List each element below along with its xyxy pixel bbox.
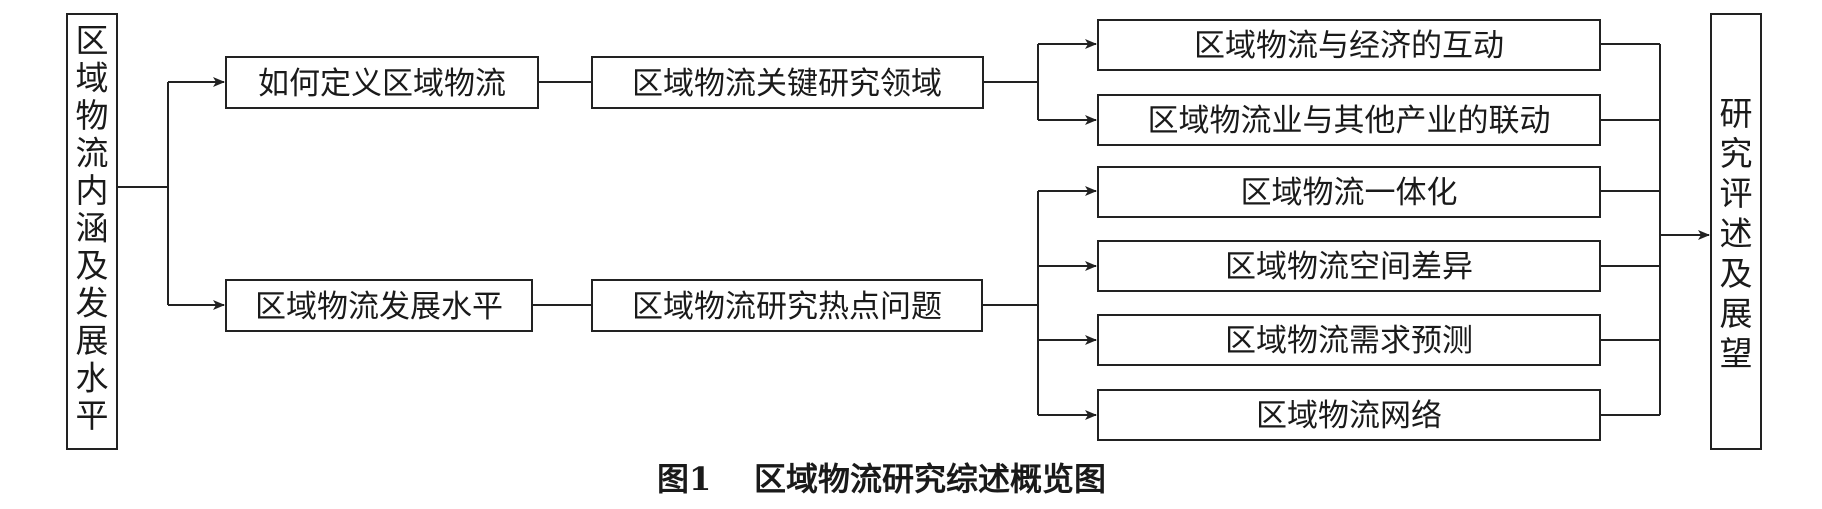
topic-box-2: 区域物流业与其他产业的联动: [1097, 94, 1601, 146]
left-box-char-9: 展: [76, 321, 109, 360]
topic-box-6: 区域物流网络: [1097, 389, 1601, 441]
figure-caption: 图1 区域物流研究综述概览图: [657, 460, 1106, 498]
caption-number: 图1: [657, 460, 711, 498]
left-box-char-11: 平: [76, 396, 109, 435]
left-box-char-3: 物: [76, 96, 109, 135]
left-box-char-4: 流: [76, 134, 109, 173]
topic-label-3: 区域物流一体化: [1241, 175, 1458, 211]
topic-box-1: 区域物流与经济的互动: [1097, 19, 1601, 71]
right-box-char-7: 望: [1720, 334, 1753, 373]
caption-title: 区域物流研究综述概览图: [754, 460, 1106, 498]
right-box-char-5: 及: [1720, 254, 1753, 293]
left-box-char-1: 区: [76, 21, 109, 60]
left-box-char-2: 域: [76, 59, 109, 98]
mid-top-label: 如何定义区域物流: [258, 66, 506, 102]
mid-bottom-box: 区域物流发展水平: [225, 279, 533, 332]
topic-box-5: 区域物流需求预测: [1097, 314, 1601, 366]
topic-label-2: 区域物流业与其他产业的联动: [1148, 103, 1551, 139]
mid-bottom-label: 区域物流发展水平: [255, 289, 503, 325]
right-box-char-6: 展: [1720, 294, 1753, 333]
left-box-char-6: 涵: [76, 209, 109, 248]
topic-label-5: 区域物流需求预测: [1225, 323, 1473, 359]
key-bottom-box: 区域物流研究热点问题: [591, 279, 983, 332]
left-box-char-8: 发: [76, 284, 109, 323]
key-bottom-label: 区域物流研究热点问题: [632, 289, 942, 325]
connectors: [117, 39, 1710, 420]
topic-label-6: 区域物流网络: [1256, 398, 1442, 434]
key-top-label: 区域物流关键研究领域: [632, 66, 942, 102]
right-box-char-4: 述: [1720, 214, 1753, 253]
left-box-char-10: 水: [76, 359, 109, 398]
mid-top-box: 如何定义区域物流: [225, 56, 539, 109]
key-top-box: 区域物流关键研究领域: [591, 56, 984, 109]
left-box-char-5: 内: [76, 171, 109, 210]
topic-box-4: 区域物流空间差异: [1097, 240, 1601, 292]
left-box-char-7: 及: [76, 246, 109, 285]
topic-label-4: 区域物流空间差异: [1225, 249, 1473, 285]
topic-box-3: 区域物流一体化: [1097, 166, 1601, 218]
right-box-char-2: 究: [1720, 134, 1753, 173]
topic-label-1: 区域物流与经济的互动: [1194, 28, 1504, 64]
right-box-char-3: 评: [1720, 174, 1753, 213]
right-box-char-1: 研: [1720, 94, 1753, 133]
